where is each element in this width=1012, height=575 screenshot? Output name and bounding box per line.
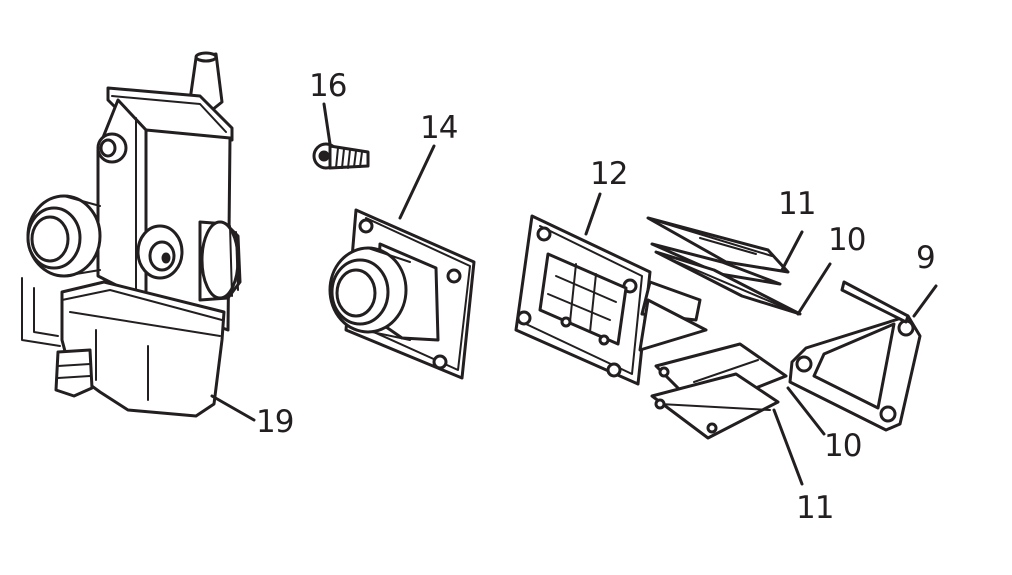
- leader-10-top: [796, 262, 832, 316]
- callout-11-top: 11: [778, 186, 815, 222]
- leader-lines: [210, 102, 938, 486]
- leader-9: [912, 284, 938, 318]
- callout-11-bottom: 11: [796, 490, 833, 526]
- leader-11-top: [780, 230, 804, 272]
- leader-12: [584, 192, 602, 236]
- screw-part-16: [312, 142, 370, 170]
- leader-19: [210, 394, 256, 422]
- reed-housing-part-12: [514, 214, 708, 386]
- callout-9: 9: [916, 240, 935, 276]
- leader-11-bottom: [772, 408, 804, 486]
- callout-labels: 16 14 12 11 10 9 19 10 11: [256, 68, 936, 526]
- intake-manifold-part-14: [328, 208, 476, 380]
- reed-petal-part-11-bottom: [650, 372, 780, 440]
- callout-16: 16: [309, 68, 346, 104]
- leader-10-bottom: [786, 386, 826, 436]
- reed-stop-part-10-top: [654, 250, 802, 316]
- leader-14: [398, 144, 436, 220]
- callout-12: 12: [590, 156, 627, 192]
- gasket-part-9: [788, 280, 922, 432]
- callout-10-bottom: 10: [824, 428, 861, 464]
- callout-19: 19: [256, 404, 293, 440]
- callout-14: 14: [420, 110, 457, 146]
- reed-petal-part-11-top: [646, 216, 790, 286]
- leader-16: [322, 102, 332, 146]
- carburetor-part-19: [21, 51, 242, 418]
- callout-10-top: 10: [828, 222, 865, 258]
